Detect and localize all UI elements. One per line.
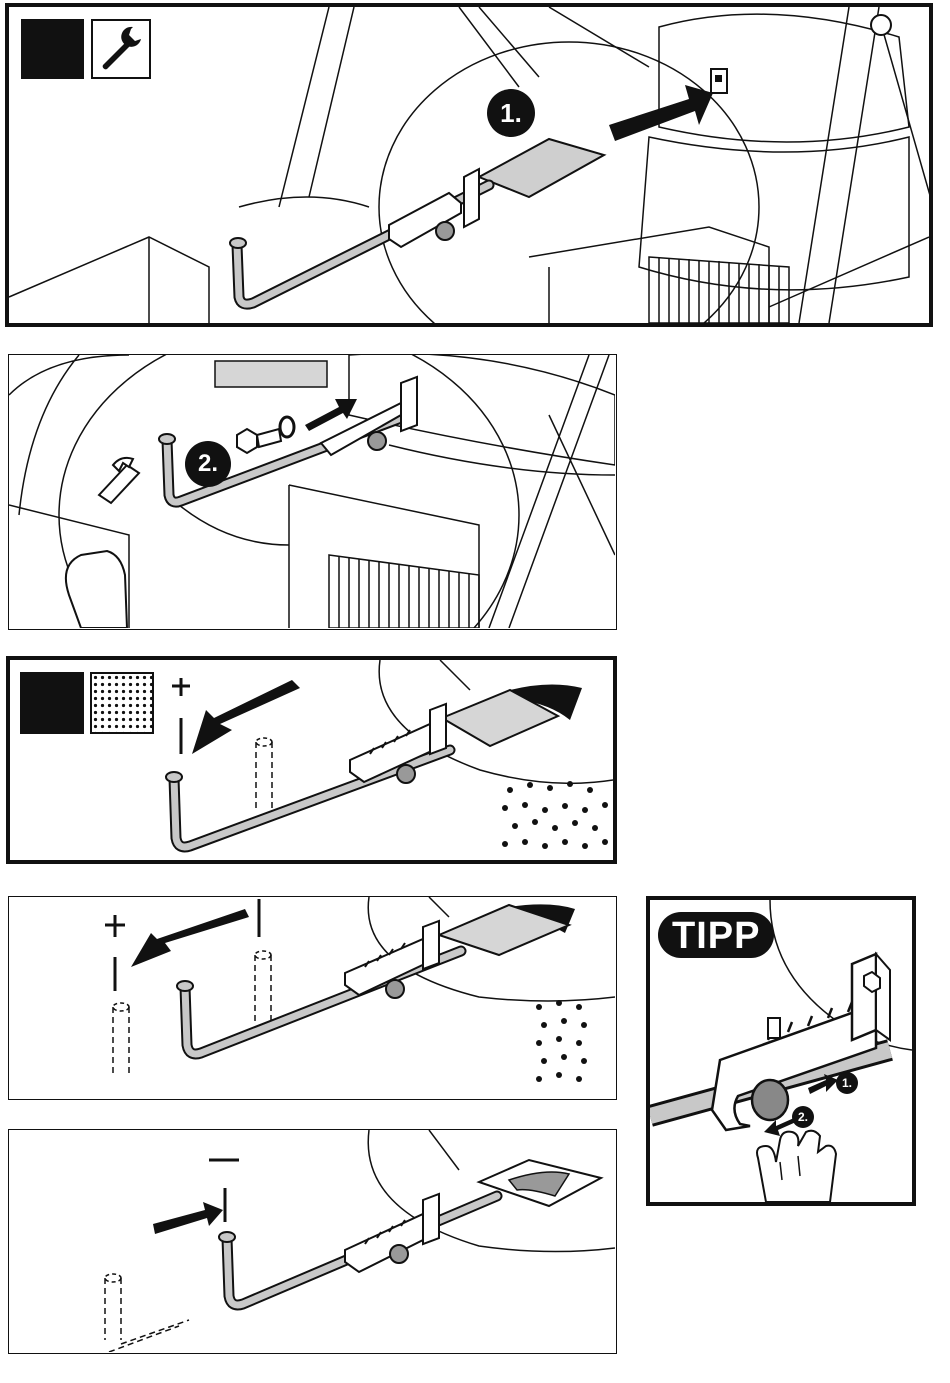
hand-with-wrench <box>66 458 139 628</box>
panel-height-adjust-lower <box>8 1129 617 1354</box>
panel-4-illustration <box>9 897 615 1098</box>
plus-mark <box>105 915 125 937</box>
label-blank <box>215 361 327 387</box>
locking-knob <box>386 980 404 998</box>
panel-step-1: 1. <box>5 3 933 327</box>
wrench-icon-box <box>91 19 151 79</box>
tipp-step-1-marker: 1. <box>836 1072 858 1094</box>
spring <box>329 555 479 628</box>
locking-knob <box>436 222 454 240</box>
tipp-panel: TIPP 1. 2. <box>646 896 916 1206</box>
direction-arrow <box>153 1202 223 1234</box>
bolt-head <box>871 15 891 35</box>
direction-arrow <box>131 909 249 967</box>
bolt-and-washer <box>237 417 294 453</box>
black-indicator-square <box>20 672 84 734</box>
panel-step-2: 2. <box>8 354 617 630</box>
panel-height-adjust-raise <box>8 896 617 1100</box>
adjust-plate <box>479 139 604 197</box>
grass-dots <box>536 1000 587 1082</box>
tipp-title: TIPP <box>658 912 774 958</box>
locking-knob <box>397 765 415 783</box>
grass-dots <box>502 781 608 849</box>
panel-5-illustration <box>9 1130 615 1352</box>
wrench-icon <box>93 21 149 77</box>
grass-texture-box <box>90 672 154 734</box>
panel-height-adjust-grass <box>6 656 617 864</box>
locking-knob <box>752 1080 788 1120</box>
black-indicator-square <box>21 19 84 79</box>
insert-arrow <box>609 85 713 141</box>
step-2-marker: 2. <box>185 441 231 487</box>
direction-arrow <box>192 680 300 754</box>
hand <box>757 1131 836 1202</box>
step-1-marker: 1. <box>487 89 535 137</box>
locking-knob <box>390 1245 408 1263</box>
plus-mark <box>172 678 190 696</box>
locking-knob <box>368 432 386 450</box>
tipp-step-2-marker: 2. <box>792 1106 814 1128</box>
panel-2-illustration <box>9 355 615 628</box>
